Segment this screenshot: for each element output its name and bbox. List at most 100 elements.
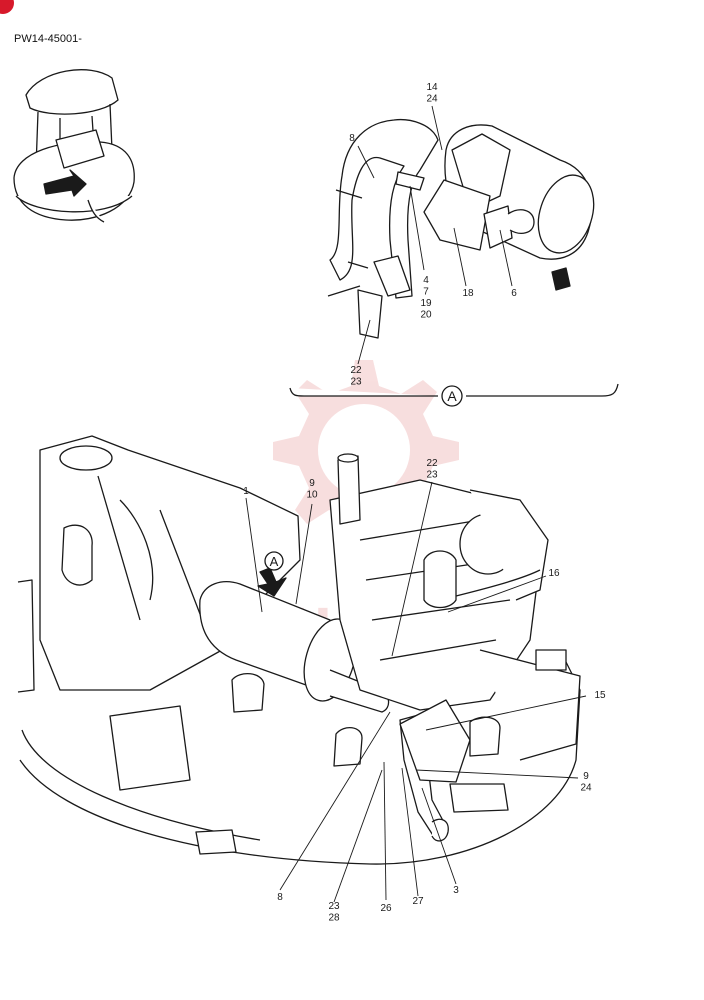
swing-pad-left [61,524,93,586]
callout-line: 18 [462,288,474,299]
leader-m-27 [401,767,419,897]
detail-bracket-lower [357,289,383,339]
callout-detail-18: 18 [462,288,474,299]
detail-flange-6 [483,205,513,249]
tail-pipe-cap [431,818,449,842]
muffler-main-body [199,581,331,691]
leader-m-9-24 [415,769,579,779]
main-assembly-view [17,435,581,865]
callout-line: 24 [580,783,592,794]
inset-arrow [43,169,87,197]
view-a-marker-label: A [447,388,457,404]
detail-bracket-mount [373,255,411,297]
inset-engine-block [55,129,105,169]
callout-line: 19 [420,298,432,309]
callout-line: 24 [426,94,438,105]
inset-canopy-post-right [109,103,113,151]
callout-line: 22 [426,458,438,469]
callout-line: 28 [328,913,340,924]
detail-outlet-pipe [507,209,535,234]
callout-line: 4 [423,275,429,286]
callout-line: 6 [511,288,517,299]
fan-shroud [469,489,549,601]
callout-line: 23 [426,470,438,481]
callout-main-26: 26 [380,903,392,914]
callout-line: 9 [309,478,315,489]
inset-body-skirt [15,195,133,213]
detail-hanger-bolts [327,189,369,297]
serial-range-label: PW14-45001- [14,33,82,45]
inset-canopy-roof [25,69,119,115]
watermark-gear-hole [318,404,410,496]
detail-leader-lines [357,105,513,365]
leader-d-8 [357,145,375,179]
view-a-marker-main-label: A [270,554,279,569]
leader-d-14-24 [431,105,443,151]
leader-d-22 [357,319,371,365]
callout-detail-8: 8 [349,133,355,144]
detail-clamp [395,171,425,191]
callout-line: 15 [594,690,606,701]
callout-line: 9 [583,771,589,782]
leader-m-9-10 [295,503,313,605]
machine-overview-inset [13,69,135,223]
mount-blocks [195,649,567,855]
tank-left [17,579,35,693]
view-a-marker-main-circle [264,551,284,571]
frame-plate-left-low [109,705,191,791]
callout-line: 26 [380,903,392,914]
leader-m-8 [279,711,391,891]
callout-line: 10 [306,490,318,501]
callout-main-1: 1 [243,486,249,497]
inset-pipe [87,199,105,223]
callout-line: 22 [350,365,362,376]
callout-line: 1 [243,486,249,497]
leader-d-18 [453,227,467,287]
view-a-arrow-main [257,567,287,597]
corner-red-mark [0,0,14,14]
exhaust-stack [337,455,361,525]
callout-line: 3 [453,885,459,896]
callout-detail-6: 6 [511,288,517,299]
detail-view-a [327,118,595,339]
callout-main-16: 16 [548,568,560,579]
main-leader-lines [245,481,587,903]
view-a-marker-circle [441,385,463,407]
frame-plate-right [479,649,581,761]
bracket-15 [399,699,471,783]
callout-main-15: 15 [594,690,606,701]
detail-muffler-end [537,174,595,254]
leader-m-3 [421,787,457,885]
leader-m-26 [383,761,387,901]
leader-d-6 [499,229,513,287]
callout-line: 16 [548,568,560,579]
callout-line: 23 [350,377,362,388]
callout-line: 8 [277,892,283,903]
callout-line: 14 [426,82,438,93]
callout-line: 8 [349,133,355,144]
leader-m-15 [425,695,587,731]
callout-line: 20 [420,310,432,321]
leader-m-22-23 [391,481,433,657]
view-a-bracket [289,383,619,397]
detail-view-arrow [551,267,571,291]
callout-main-3: 3 [453,885,459,896]
frame-rib-2 [119,499,154,601]
callout-main-8: 8 [277,892,283,903]
boom-pivot-boss [59,445,113,471]
callout-main-27: 27 [412,896,424,907]
oil-filter [423,550,457,609]
leader-m-16 [447,575,547,613]
callout-line: 7 [423,287,429,298]
leader-m-23-28 [333,769,383,903]
